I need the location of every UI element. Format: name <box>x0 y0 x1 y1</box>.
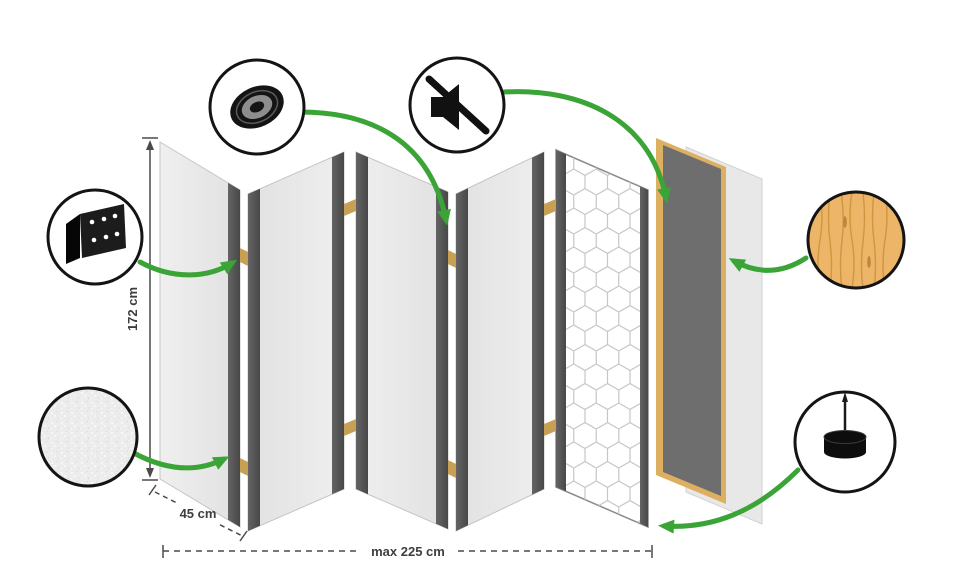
callout-tape <box>208 58 306 156</box>
hinge-icon <box>66 204 126 264</box>
hinges <box>240 199 556 478</box>
callout-surface-texture <box>37 386 139 488</box>
hinge-piece <box>544 199 556 216</box>
dark-core <box>663 145 721 496</box>
hinge-piece <box>240 458 248 476</box>
patterned-panel-left-edge <box>556 150 566 492</box>
patterned-panel <box>555 148 649 529</box>
panel-width-label: 45 cm <box>180 506 217 521</box>
panel-edges <box>228 152 544 532</box>
hinge-piece <box>448 460 456 478</box>
folding-panels <box>159 141 545 532</box>
patterned-panel-right-edge <box>640 186 648 527</box>
arrow-wood <box>728 255 809 273</box>
height-label: 172 cm <box>125 287 140 331</box>
callout-arrows <box>129 89 809 534</box>
arrow-texture <box>129 449 230 471</box>
frame-layer <box>656 138 726 504</box>
hinge-piece <box>344 199 356 216</box>
arrow-mute <box>501 89 671 204</box>
tape-roll-icon <box>230 85 284 129</box>
felt-pad-icon <box>823 392 867 459</box>
arrow-felt <box>658 467 801 534</box>
panel-4 <box>455 151 545 532</box>
muted-speaker-icon <box>425 75 490 135</box>
surface-texture-icon <box>37 386 139 488</box>
dim-panel-width <box>148 484 248 542</box>
arrow-hinge <box>137 259 238 278</box>
dim-max-width <box>162 545 653 558</box>
hinge-piece <box>344 419 356 436</box>
hinge-piece <box>448 250 456 268</box>
panel-3 <box>355 151 449 530</box>
callout-wood <box>806 190 906 290</box>
max-width-label: max 225 cm <box>371 544 445 559</box>
arrow-tape <box>297 109 451 226</box>
hinge-piece <box>544 419 556 436</box>
panel-2 <box>247 151 345 532</box>
callout-soundproof <box>408 56 506 154</box>
callout-hinge <box>46 188 144 286</box>
hinge-piece <box>240 248 248 266</box>
dim-height <box>142 137 158 481</box>
callout-felt-pad <box>793 390 897 494</box>
